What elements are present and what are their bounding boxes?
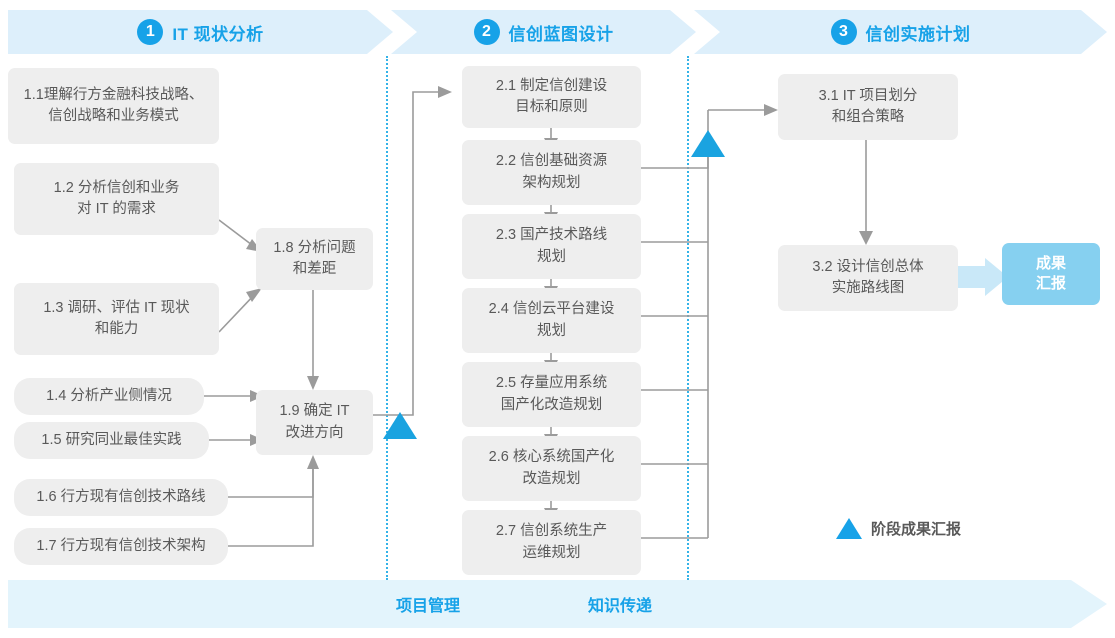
arrowhead-19-to-21 xyxy=(438,86,452,98)
wire-13-to-18 xyxy=(218,292,257,333)
deliverable-chip[interactable]: 成果 汇报 xyxy=(1002,243,1100,305)
task-box-2-2[interactable]: 2.2 信创基础资源 架构规划 xyxy=(462,140,641,205)
footer-label-knowledge-transfer: 知识传递 xyxy=(588,598,653,615)
task-box-3-1[interactable]: 3.1 IT 项目划分 和组合策略 xyxy=(778,74,958,140)
task-box-3-2[interactable]: 3.2 设计信创总体 实施路线图 xyxy=(778,245,958,311)
wire-19-to-21 xyxy=(373,91,442,416)
triangle-up-icon xyxy=(836,518,862,539)
task-box-2-5[interactable]: 2.5 存量应用系统 国产化改造规划 xyxy=(462,362,641,427)
task-box-1-7[interactable]: 1.7 行方现有信创技术架构 xyxy=(14,528,228,565)
arrowhead-31-to-32 xyxy=(859,231,873,245)
phase-header-3-inner: 3 信创实施计划 xyxy=(831,19,971,45)
milestone-triangle-phase1 xyxy=(383,412,417,439)
task-box-2-6[interactable]: 2.6 核心系统国产化 改造规划 xyxy=(462,436,641,501)
milestone-triangle-phase2 xyxy=(691,130,725,157)
footer-label-project-management: 项目管理 xyxy=(396,598,461,615)
footer-band xyxy=(8,580,1107,628)
task-box-1-9[interactable]: 1.9 确定 IT 改进方向 xyxy=(256,390,373,455)
task-box-1-3[interactable]: 1.3 调研、评估 IT 现状 和能力 xyxy=(14,283,219,355)
task-box-1-5[interactable]: 1.5 研究同业最佳实践 xyxy=(14,422,209,459)
phase-header-2-inner: 2 信创蓝图设计 xyxy=(474,19,614,45)
task-box-2-7[interactable]: 2.7 信创系统生产 运维规划 xyxy=(462,510,641,575)
column-separator-2 xyxy=(687,56,689,580)
wire-12-to-18 xyxy=(218,219,257,249)
phase-header-1[interactable]: 1 IT 现状分析 xyxy=(8,10,393,54)
arrowhead-13-to-18 xyxy=(246,288,262,302)
arrowhead-16-to-19 xyxy=(307,455,319,469)
legend-label: 阶段成果汇报 xyxy=(871,521,962,538)
wire-17-to-19 xyxy=(228,465,314,547)
arrowhead-bus-to-31 xyxy=(764,104,778,116)
task-box-1-4[interactable]: 1.4 分析产业侧情况 xyxy=(14,378,204,415)
arrowhead-18-to-19 xyxy=(307,376,319,390)
phase-number-badge-3: 3 xyxy=(831,19,857,45)
task-box-2-1[interactable]: 2.1 制定信创建设 目标和原则 xyxy=(462,66,641,128)
legend: 阶段成果汇报 xyxy=(836,518,961,539)
column-separator-1 xyxy=(386,56,388,580)
phase-number-badge-1: 1 xyxy=(137,19,163,45)
task-box-1-8[interactable]: 1.8 分析问题 和差距 xyxy=(256,228,373,290)
task-box-1-2[interactable]: 1.2 分析信创和业务 对 IT 的需求 xyxy=(14,163,219,235)
phase-title-3: 信创实施计划 xyxy=(865,24,971,44)
phase-title-1: IT 现状分析 xyxy=(172,24,264,44)
phase-number-badge-2: 2 xyxy=(474,19,500,45)
wire-16-to-19 xyxy=(228,465,314,498)
phase-header-1-inner: 1 IT 现状分析 xyxy=(137,19,263,45)
task-box-1-6[interactable]: 1.6 行方现有信创技术路线 xyxy=(14,479,228,516)
task-box-1-1[interactable]: 1.1理解行方金融科技战略、 信创战略和业务模式 xyxy=(8,68,219,144)
deliverable-arrow-icon xyxy=(955,258,1008,296)
task-box-2-4[interactable]: 2.4 信创云平台建设 规划 xyxy=(462,288,641,353)
phase-title-2: 信创蓝图设计 xyxy=(508,24,614,44)
task-box-2-3[interactable]: 2.3 国产技术路线 规划 xyxy=(462,214,641,279)
phase-header-2[interactable]: 2 信创蓝图设计 xyxy=(391,10,696,54)
phase-header-3[interactable]: 3 信创实施计划 xyxy=(694,10,1107,54)
